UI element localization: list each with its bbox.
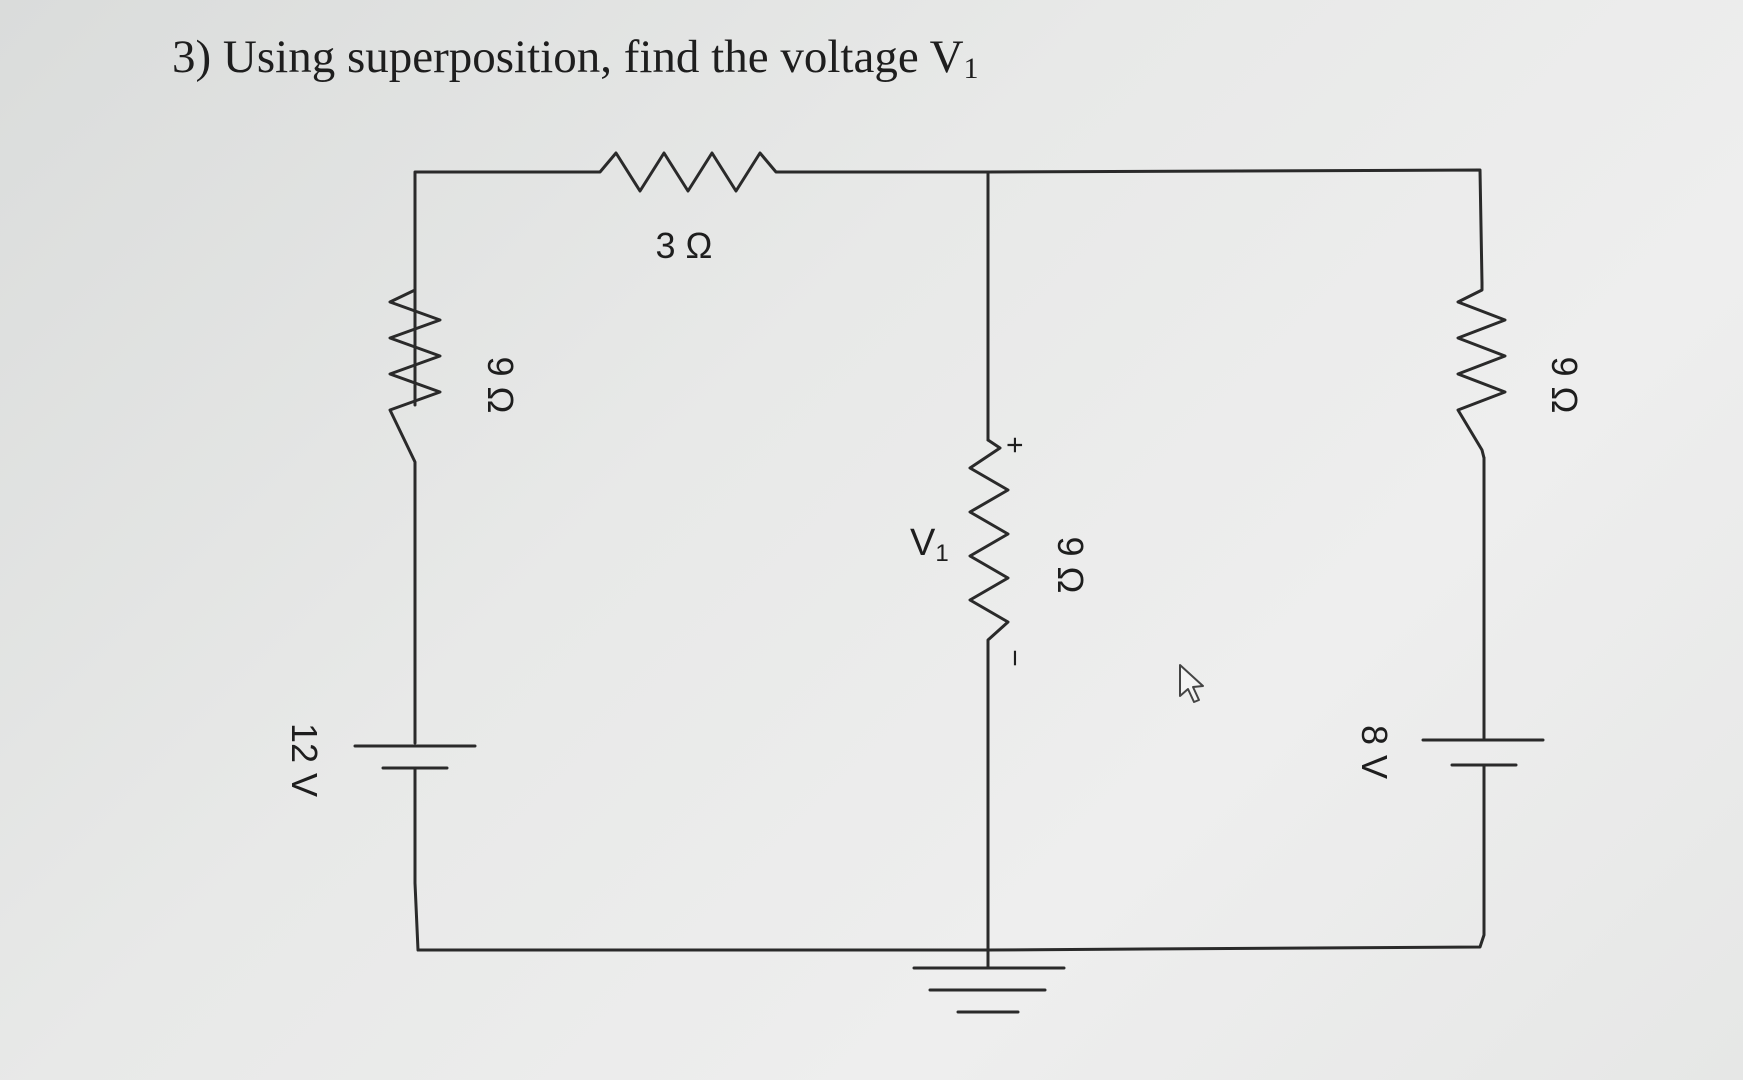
top-wire-right <box>830 168 1484 285</box>
problem-statement: 3) Using superposition, find the voltage… <box>172 30 979 86</box>
resistor-left <box>388 281 442 472</box>
mouse-cursor-icon <box>1179 664 1204 703</box>
label-probe-v1: V1 <box>910 522 949 567</box>
problem-number: 3) <box>172 31 212 83</box>
label-resistor-middle: 9 Ω <box>1050 537 1091 594</box>
resistor-top <box>526 151 834 193</box>
label-battery-right: 8 V <box>1354 725 1395 779</box>
resistor-middle <box>968 438 1010 652</box>
label-resistor-top: 3 Ω <box>656 225 713 266</box>
label-probe-v: V <box>910 522 936 564</box>
label-probe-minus: − <box>998 649 1031 667</box>
label-probe-subscript: 1 <box>935 540 948 567</box>
resistor-right <box>1456 281 1507 460</box>
left-wire-bottom <box>413 766 990 952</box>
problem-text: Using superposition, find the voltage V <box>222 31 964 83</box>
label-resistor-right: 9 Ω <box>1544 357 1585 414</box>
label-battery-left: 12 V <box>284 723 325 797</box>
label-probe-plus: + <box>998 436 1031 454</box>
right-wire-bottom <box>986 763 1486 952</box>
problem-subscript: 1 <box>963 52 979 85</box>
top-wire <box>413 170 530 407</box>
label-resistor-left: 9 Ω <box>480 357 521 414</box>
